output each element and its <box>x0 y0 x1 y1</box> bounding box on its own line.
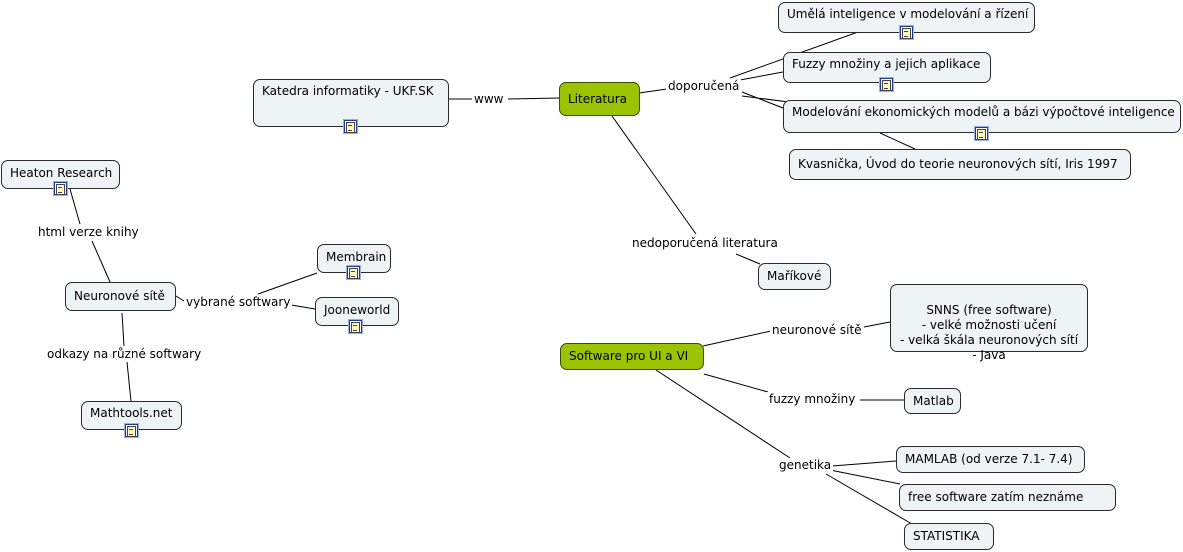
label-doporucena: doporučená <box>666 79 742 94</box>
note-icon[interactable] <box>54 182 67 195</box>
line-software-neuronove <box>702 330 772 347</box>
line-vybrane-jooneworld <box>290 304 316 310</box>
node-jooneworld-text: Jooneworld <box>324 303 391 317</box>
label-nedoporucena: nedoporučená literatura <box>630 236 780 251</box>
node-mamlab-text: MAMLAB (od verze 7.1- 7.4) <box>905 452 1073 466</box>
label-fuzzy-mnoziny: fuzzy množiny <box>767 392 858 407</box>
line-heaton-html <box>69 188 81 225</box>
node-umela-text: Umělá inteligence v modelování a řízení <box>787 7 1029 21</box>
line-doporucena-modelovani <box>741 91 784 109</box>
node-matlab-text: Matlab <box>913 394 954 408</box>
node-matlab[interactable]: Matlab <box>904 388 961 414</box>
line-genetika-free <box>829 469 901 485</box>
line-literatura-doporucena <box>638 88 668 94</box>
node-membrain-text: Membrain <box>326 250 387 264</box>
node-software[interactable]: Software pro UI a VI <box>560 343 704 370</box>
node-katedra[interactable]: Katedra informatiky - UKF.SK <box>253 79 449 133</box>
node-software-text: Software pro UI a VI <box>569 349 689 363</box>
line-html-neuronove <box>91 240 111 283</box>
line-software-genetika <box>655 369 791 459</box>
label-neuronove-site: neuronové sítě <box>770 323 864 338</box>
line-modelovani-kvasnicka <box>879 132 916 150</box>
note-icon[interactable] <box>125 424 138 437</box>
note-icon[interactable] <box>975 127 988 140</box>
line-genetika-mamlab <box>831 460 897 467</box>
node-mathtools-text: Mathtools.net <box>90 406 173 420</box>
node-kvasnicka-text: Kvasnička, Úvod do teorie neuronových sí… <box>798 157 1118 171</box>
node-snns-text: SNNS (free software) - velké možnosti uč… <box>899 303 1079 362</box>
node-free-software-text: free software zatím neznáme <box>908 490 1084 504</box>
note-icon[interactable] <box>344 120 357 133</box>
node-heaton-text: Heaton Research <box>10 166 113 180</box>
node-katedra-text: Katedra informatiky - UKF.SK <box>262 84 434 98</box>
node-mathtools[interactable]: Mathtools.net <box>81 401 182 437</box>
line-odkazy-mathtools <box>126 361 132 402</box>
node-membrain[interactable]: Membrain <box>317 244 391 279</box>
node-kvasnicka[interactable]: Kvasnička, Úvod do teorie neuronových sí… <box>789 149 1131 180</box>
line-www-literatura <box>507 97 561 100</box>
line-genetika-statistika <box>825 473 913 525</box>
line-neuronove-odkazy <box>121 312 125 347</box>
node-statistika[interactable]: STATISTIKA <box>904 523 994 550</box>
line-neuronove-vybrane <box>175 295 185 302</box>
line-software-fuzzy <box>703 373 769 393</box>
node-modelovani-text: Modelování ekonomických modelů a bázi vý… <box>792 105 1175 119</box>
node-marikove-text: Maříkové <box>767 269 822 283</box>
label-genetika: genetika <box>777 458 834 473</box>
note-icon[interactable] <box>900 26 913 39</box>
node-fuzzy-kniha-text: Fuzzy množiny a jejich aplikace <box>792 57 981 71</box>
node-statistika-text: STATISTIKA <box>913 529 980 543</box>
node-neuronove-text: Neuronové sítě <box>74 289 165 303</box>
node-snns[interactable]: SNNS (free software) - velké možnosti uč… <box>890 284 1088 362</box>
label-odkazy: odkazy na různé softwary <box>45 347 204 362</box>
node-marikove[interactable]: Maříkové <box>758 263 831 290</box>
node-literatura[interactable]: Literatura <box>559 82 640 116</box>
note-icon[interactable] <box>347 266 360 279</box>
label-html-verze: html verze knihy <box>36 225 141 240</box>
node-modelovani[interactable]: Modelování ekonomických modelů a bázi vý… <box>783 100 1181 140</box>
node-mamlab[interactable]: MAMLAB (od verze 7.1- 7.4) <box>896 446 1085 473</box>
line-literatura-nedoporucena <box>611 115 697 235</box>
node-fuzzy-mnoziny-kniha[interactable]: Fuzzy množiny a jejich aplikace <box>783 52 991 91</box>
line-vybrane-membrain <box>257 272 318 295</box>
label-www: www <box>472 92 506 107</box>
note-icon[interactable] <box>349 320 362 333</box>
line-nedoporucena-marikove <box>735 253 761 265</box>
node-umela-inteligence[interactable]: Umělá inteligence v modelování a řízení <box>778 2 1035 39</box>
line-neuronove-snns <box>863 321 891 328</box>
label-vybrane-softwary: vybrané softwary <box>184 295 293 310</box>
note-icon[interactable] <box>880 78 893 91</box>
node-neuronove-site[interactable]: Neuronové sítě <box>65 282 176 311</box>
node-free-software[interactable]: free software zatím neznáme <box>899 484 1116 511</box>
line-doporucena-fuzzy <box>739 71 784 81</box>
node-heaton-research[interactable]: Heaton Research <box>1 160 120 195</box>
node-literatura-text: Literatura <box>568 92 627 106</box>
node-jooneworld[interactable]: Jooneworld <box>315 297 399 333</box>
